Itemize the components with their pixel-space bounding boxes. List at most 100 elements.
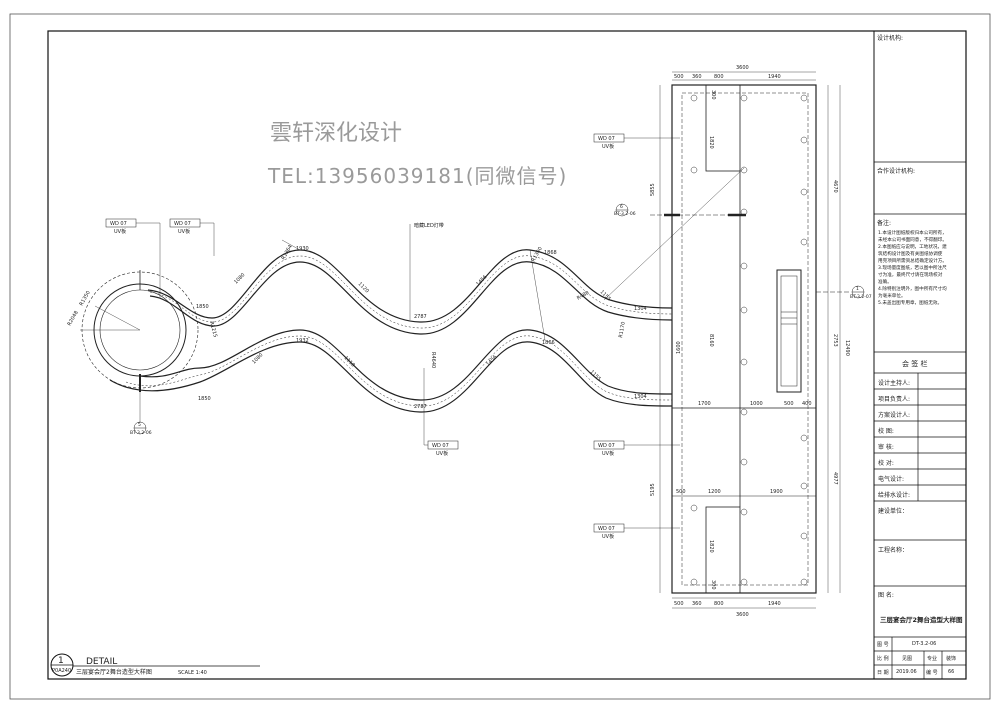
dim-c1080-bottom: 1080 bbox=[251, 352, 264, 365]
sign-row: 电气设计: bbox=[878, 476, 905, 483]
radius-line-4 bbox=[529, 249, 546, 341]
serpentine-stage bbox=[80, 239, 673, 413]
date-value: 2019.06 bbox=[896, 669, 917, 675]
watermark-line2: TEL:13956039181(同微信号) bbox=[267, 164, 567, 188]
wave-upper-outer bbox=[147, 249, 673, 323]
detail-title: 1 P0A240 DETAIL 三层宴会厅2舞台造型大样图 SCALE 1:40 bbox=[50, 653, 260, 677]
fixture bbox=[690, 94, 698, 102]
fixture bbox=[800, 482, 808, 490]
fixture bbox=[800, 532, 808, 540]
fixture bbox=[740, 94, 748, 102]
dim-r1215: R1215 bbox=[208, 321, 218, 338]
sign-row: 项目负责人: bbox=[878, 396, 911, 403]
tag-led: 暗藏LED灯带 bbox=[409, 222, 444, 320]
title-block-grid bbox=[874, 161, 966, 679]
sheet-no: DT-3.2-06 bbox=[912, 641, 937, 647]
dim-c1080-top: 1080 bbox=[233, 272, 246, 285]
inner-border bbox=[47, 30, 967, 680]
stair-block bbox=[776, 269, 802, 393]
note-line: 1.本设计图纸版权归本公司所有， bbox=[878, 231, 947, 236]
sign-row: 校 图: bbox=[878, 428, 894, 435]
sign-row: 方案设计人: bbox=[878, 412, 911, 419]
section-num: 1 bbox=[856, 286, 859, 292]
drawing-name: 三层宴会厅2舞台造型大样图 bbox=[880, 616, 963, 624]
dim-v-300-bottom: 300 bbox=[710, 580, 716, 590]
tag-code: WD 07 bbox=[174, 221, 191, 227]
dim-bottom-total: 3600 bbox=[736, 612, 749, 618]
tag-wd07-d: WD 07 UV板 bbox=[593, 133, 680, 150]
fixture bbox=[740, 358, 748, 366]
dim-v-300-top: 300 bbox=[710, 90, 716, 100]
fixture bbox=[740, 458, 748, 466]
outer-border bbox=[9, 13, 991, 700]
note-line: 为毫米单位。 bbox=[878, 294, 906, 299]
dim-low-a: 500 bbox=[676, 489, 686, 495]
sign-row: 审 核: bbox=[878, 444, 894, 451]
dim-c1850-bottom: 1850 bbox=[198, 396, 211, 402]
sheet-no-label: 图 号 bbox=[877, 642, 889, 648]
dim-c2787-top: 2787 bbox=[414, 314, 427, 320]
dim-bottom-b: 360 bbox=[692, 601, 702, 607]
dim-right-mid: 2753 bbox=[832, 334, 838, 347]
tag-code: WD 07 bbox=[432, 443, 449, 449]
fixture bbox=[800, 238, 808, 246]
section-num: 5 bbox=[138, 422, 141, 428]
fixture bbox=[690, 578, 698, 586]
note-line: 4.除特别注明外，图中所有尺寸均 bbox=[878, 287, 947, 292]
dim-r480: R480 bbox=[576, 290, 590, 302]
note-line: 5.未盖出图专用章，图纸无效。 bbox=[878, 301, 943, 306]
partner-org-label: 合作设计机构: bbox=[877, 168, 916, 175]
wave-lower-outer bbox=[109, 341, 673, 413]
section-markers: 6 BT-3.2-06 5 BT-3.2-06 1 BT-3.2-07 bbox=[130, 203, 872, 436]
dim-mid-a: 1700 bbox=[698, 401, 711, 407]
unit-label: 建设单位： bbox=[878, 508, 909, 515]
led-line-lower bbox=[125, 335, 673, 407]
section-mark-6: 6 BT-3.2-06 bbox=[614, 203, 636, 217]
tag-name: UV板 bbox=[114, 228, 126, 235]
dim-c1850-top: 1850 bbox=[196, 304, 209, 310]
tag-name: UV板 bbox=[436, 450, 448, 457]
note-line: 准确。 bbox=[878, 280, 892, 285]
project-label: 工程名称： bbox=[878, 547, 909, 554]
dim-r1364: R1364 bbox=[281, 244, 294, 261]
section-num: 6 bbox=[620, 204, 623, 210]
dim-c1932: 1932 bbox=[296, 338, 309, 344]
tag-code: WD 07 bbox=[110, 221, 127, 227]
fixture bbox=[800, 188, 808, 196]
detail-scale: SCALE 1:40 bbox=[178, 670, 207, 676]
num-label: 编 号 bbox=[926, 670, 938, 676]
stage-inner-dashed bbox=[681, 92, 809, 586]
dim-bottom-a: 500 bbox=[674, 601, 684, 607]
dim-r1170: R1170 bbox=[618, 321, 627, 338]
dim-top-total: 3600 bbox=[736, 65, 749, 71]
fixture bbox=[740, 306, 748, 314]
dim-top-d: 1940 bbox=[768, 74, 781, 80]
dim-v-1820-bottom: 1820 bbox=[708, 540, 714, 553]
tag-wd07-f: WD 07 UV板 bbox=[593, 523, 680, 540]
dim-mid-d: 400 bbox=[802, 401, 812, 407]
fixture bbox=[740, 166, 748, 174]
dim-c1456-bottom: 1456 bbox=[485, 354, 498, 367]
note-line: 寸为准，最终尺寸请在现场校对 bbox=[878, 273, 943, 278]
detail-subtitle: 三层宴会厅2舞台造型大样图 bbox=[76, 668, 152, 676]
dim-right-bottom: 4977 bbox=[832, 472, 838, 485]
note-line: 用完项目所需资总结确定设计方。 bbox=[878, 259, 947, 264]
dim-right-overall: 12490 bbox=[844, 340, 850, 356]
dim-top-c: 800 bbox=[714, 74, 724, 80]
dim-low-c: 1900 bbox=[770, 489, 783, 495]
dim-mid-b: 1000 bbox=[750, 401, 763, 407]
note-line: 3.现场量度图纸，若以图中所注尺 bbox=[878, 266, 947, 271]
dim-left-upper: 5855 bbox=[650, 183, 656, 196]
led-note: 暗藏LED灯带 bbox=[414, 222, 444, 229]
dim-mid-c: 500 bbox=[784, 401, 794, 407]
dim-top-a: 500 bbox=[674, 74, 684, 80]
dim-c1304-top: 1304 bbox=[634, 306, 647, 312]
dim-v-1600: 1600 bbox=[676, 341, 682, 354]
fixture bbox=[740, 508, 748, 516]
tag-code: WD 07 bbox=[598, 136, 615, 142]
stage-bottom-cutout bbox=[705, 506, 741, 594]
dim-c1930: 1930 bbox=[296, 246, 309, 252]
watermark-line1: 雲轩深化设计 bbox=[270, 121, 402, 146]
tag-name: UV板 bbox=[602, 533, 614, 540]
dim-v-8160: 8160 bbox=[708, 334, 714, 347]
